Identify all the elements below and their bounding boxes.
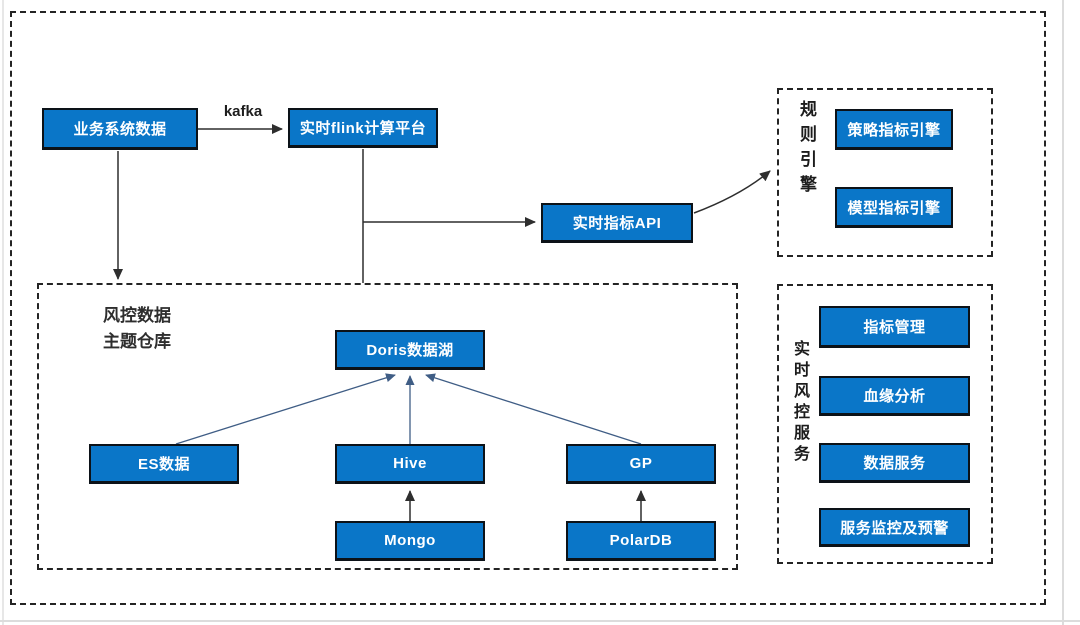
node-metric-management: 指标管理	[819, 306, 970, 348]
node-gp: GP	[566, 444, 716, 484]
node-data-service: 数据服务	[819, 443, 970, 483]
kafka-label: kafka	[223, 103, 263, 120]
group-rule-engine	[777, 88, 993, 257]
group-label-rule-engine: 规则引擎	[797, 100, 816, 200]
page-edge-right	[1062, 0, 1064, 625]
node-es-data: ES数据	[89, 444, 239, 484]
group-risk-data-warehouse	[37, 283, 738, 570]
page-edge-bottom	[0, 620, 1080, 622]
node-mongo: Mongo	[335, 521, 485, 561]
node-service-monitoring: 服务监控及预警	[819, 508, 970, 547]
node-strategy-metric-engine: 策略指标引擎	[835, 109, 953, 150]
node-realtime-metric-api: 实时指标API	[541, 203, 693, 243]
node-polardb: PolarDB	[566, 521, 716, 561]
group-label-realtime-risk-service: 实时风控服务	[791, 340, 808, 466]
warehouse-title-label: 风控数据 主题仓库	[103, 306, 171, 352]
node-hive: Hive	[335, 444, 485, 484]
node-flink-platform: 实时flink计算平台	[288, 108, 438, 148]
group-realtime-risk-service	[777, 284, 993, 564]
node-lineage-analysis: 血缘分析	[819, 376, 970, 416]
group-outer-frame	[10, 11, 1046, 605]
node-doris-datalake: Doris数据湖	[335, 330, 485, 370]
page-edge-left	[2, 0, 4, 625]
node-model-metric-engine: 模型指标引擎	[835, 187, 953, 228]
node-biz-system-data: 业务系统数据	[42, 108, 198, 150]
